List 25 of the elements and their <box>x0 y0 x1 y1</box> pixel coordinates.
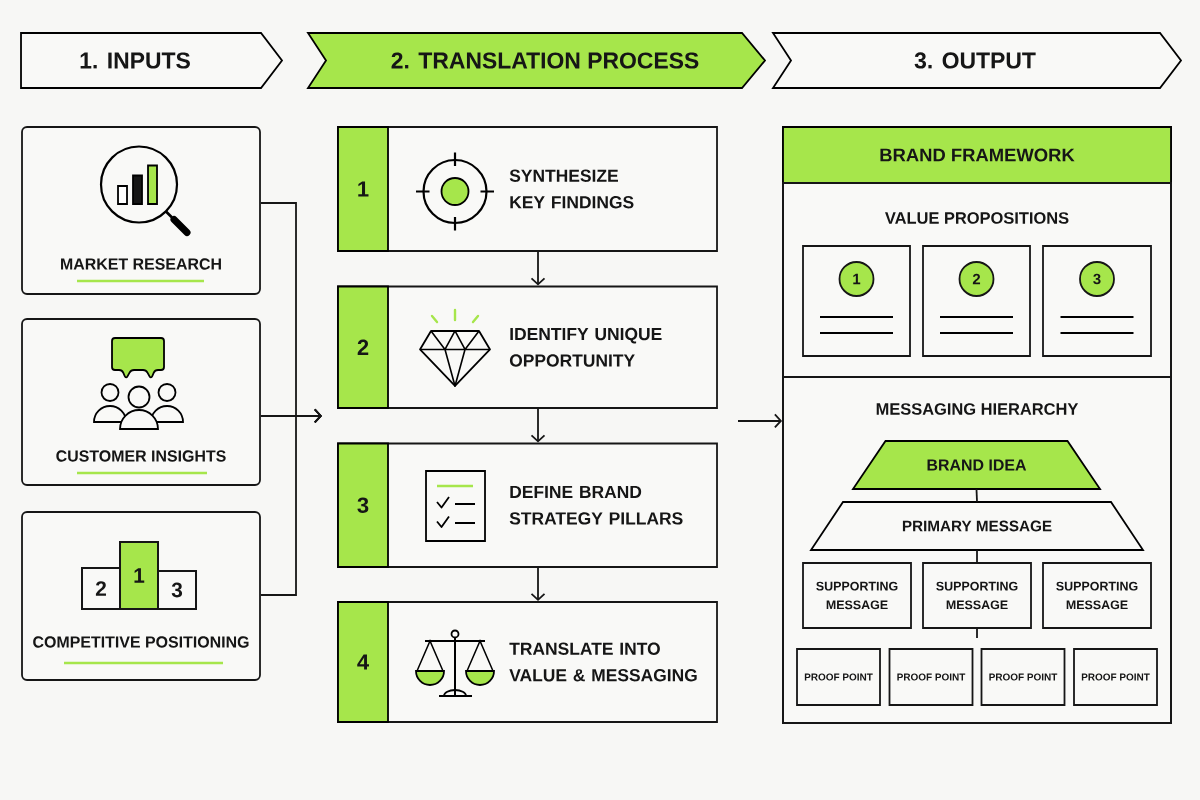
arrow <box>260 408 322 596</box>
connector-line <box>976 549 978 563</box>
arrow <box>530 408 546 443</box>
chevron-banner: 3. OUTPUT <box>771 32 1183 89</box>
connector-line <box>976 628 978 639</box>
chevron-banner: 1. INPUTS <box>20 32 284 89</box>
arrow <box>530 567 546 602</box>
message-box: SUPPORTING MESSAGE <box>802 562 912 629</box>
message-box: SUPPORTING MESSAGE <box>922 562 1032 629</box>
number-band: 1 <box>337 126 389 252</box>
message-box: SUPPORTING MESSAGE <box>1042 562 1152 629</box>
number-band: 2 <box>337 285 389 409</box>
proof-point-box: PROOF POINT <box>980 648 1066 706</box>
chevron-banner: 2. TRANSLATION PROCESS <box>306 32 767 89</box>
proof-point-box: PROOF POINT <box>888 648 974 706</box>
proof-point-box: PROOF POINT <box>796 648 881 706</box>
connector-line <box>975 488 978 503</box>
proof-point-box: PROOF POINT <box>1073 648 1158 706</box>
arrow <box>530 251 546 286</box>
podium-block: 3 <box>157 570 197 610</box>
number-band: 4 <box>337 601 389 723</box>
podium-block: 1 <box>119 541 159 610</box>
number-band: 3 <box>337 442 389 568</box>
arrow <box>737 413 783 429</box>
podium-block: 2 <box>81 567 121 610</box>
